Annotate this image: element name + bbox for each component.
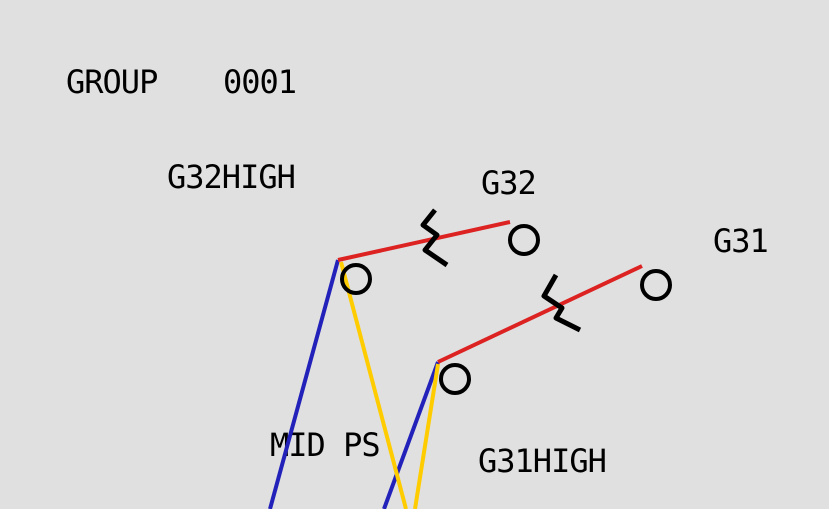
yellow-line-g32high [339,261,408,509]
group-number: 0001 [223,63,296,101]
line-g32high-g32 [337,220,511,262]
node-g31 [640,269,672,301]
node-g32high [340,263,372,295]
blue-line-g32high [268,259,340,509]
blue-line-g31high [382,361,440,509]
node-g31high [439,363,471,395]
breaker-symbol-g32 [420,208,449,268]
g31-label: G31 [713,222,768,260]
g31-high-label: G31HIGH [478,442,606,480]
node-g32 [508,224,540,256]
group-label: GROUP [66,63,157,101]
g32-label: G32 [481,164,536,202]
g32-high-label: G32HIGH [167,158,295,196]
line-g31high-g31 [437,264,643,364]
yellow-line-g31high [413,363,440,509]
breaker-symbol-g31 [541,273,582,333]
